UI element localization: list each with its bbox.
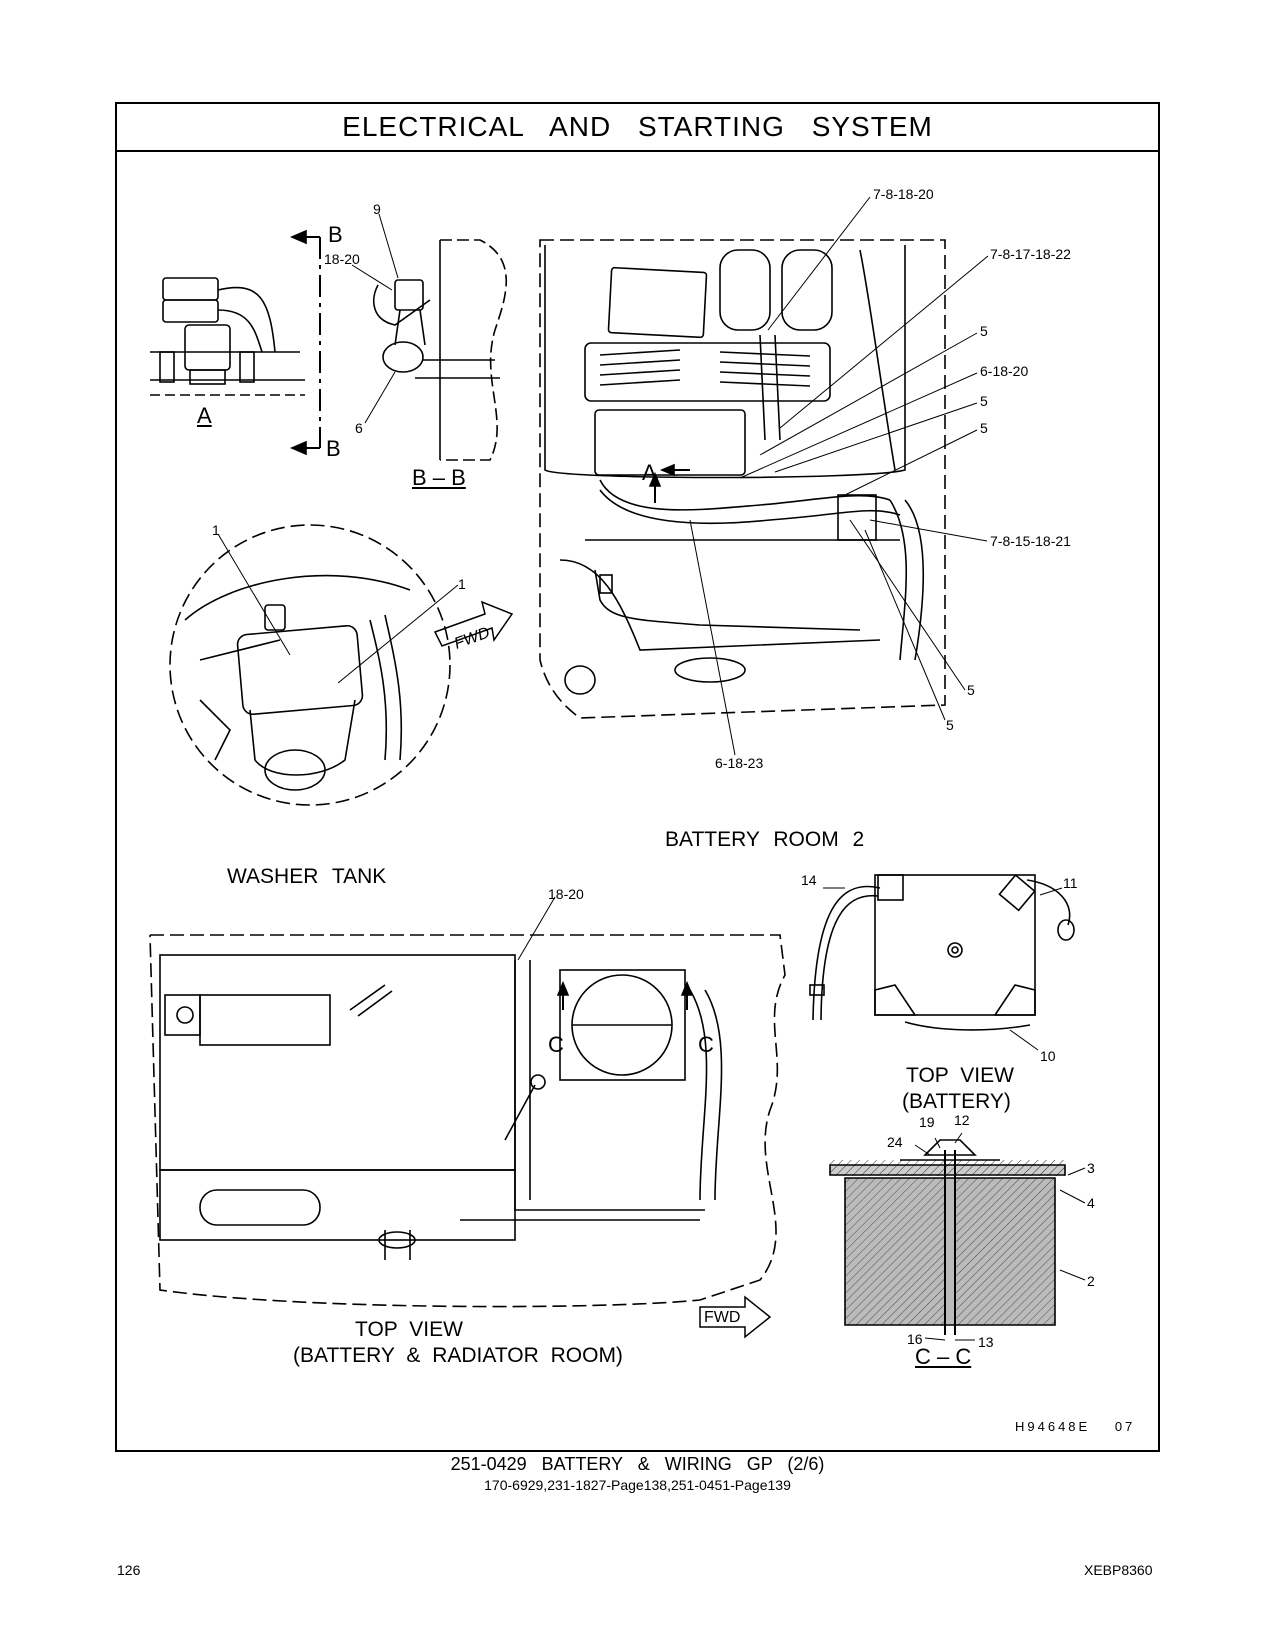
top-view-battery-line2: (BATTERY) (902, 1090, 1011, 1113)
callout-11: 11 (1063, 875, 1078, 891)
section-c-right-label: C (698, 1032, 714, 1057)
section-line-b (289, 229, 321, 456)
callout-10: 10 (1040, 1048, 1056, 1064)
title-bar: ELECTRICAL AND STARTING SYSTEM (117, 104, 1158, 152)
callout-9: 9 (373, 201, 381, 217)
callout-16: 16 (907, 1331, 923, 1347)
page-references: 170-6929,231-1827-Page138,251-0451-Page1… (484, 1477, 791, 1493)
battery-room-2-drawing (539, 239, 946, 719)
view-a-drawing (150, 277, 305, 396)
callout-6-b: 6 (355, 420, 363, 436)
callout-3: 3 (1087, 1160, 1095, 1176)
document-code: XEBP8360 (1084, 1562, 1153, 1578)
callout-5-b: 5 (980, 393, 988, 409)
figure-code: H94648E 07 (1015, 1419, 1136, 1434)
top-view-room-line1: TOP VIEW (355, 1318, 463, 1341)
callout-5-a: 5 (980, 323, 988, 339)
page-title: ELECTRICAL AND STARTING SYSTEM (342, 111, 933, 142)
callout-5-e: 5 (946, 717, 954, 733)
hatch-left (845, 1178, 944, 1325)
callout-4: 4 (1087, 1195, 1095, 1211)
section-b-bottom-label: B (326, 436, 341, 461)
view-cc-label: C – C (915, 1344, 972, 1369)
callout-5-d: 5 (967, 682, 975, 698)
callout-18-20-b: 18-20 (324, 251, 360, 267)
fwd-arrow-2-label: FWD (704, 1309, 741, 1326)
view-a-label: A (197, 403, 212, 428)
callout-7-8-18-20: 7-8-18-20 (873, 186, 934, 202)
group-title: 251-0429 BATTERY & WIRING GP (2/6) (450, 1454, 825, 1474)
top-view-battery-drawing (809, 873, 1075, 1051)
top-view-battery-line1: TOP VIEW (906, 1064, 1014, 1087)
view-bb-drawing (372, 239, 507, 461)
callout-14: 14 (801, 872, 817, 888)
callout-6-18-20: 6-18-20 (980, 363, 1029, 379)
hatch-right (956, 1178, 1055, 1325)
callout-7-8-15-18-21: 7-8-15-18-21 (990, 533, 1071, 549)
battery-room-2-label: BATTERY ROOM 2 (665, 828, 865, 851)
callout-19: 19 (919, 1114, 935, 1130)
hatch-cover (830, 1160, 1065, 1176)
battery-room-leaders (689, 196, 989, 756)
fwd-arrow-1-shape (433, 600, 514, 647)
callout-13: 13 (978, 1334, 994, 1350)
view-bb-label: B – B (412, 465, 466, 490)
diagram-frame: ELECTRICAL AND STARTING SYSTEM (115, 102, 1160, 1452)
section-b-top-label: B (328, 222, 343, 247)
callout-6-18-23: 6-18-23 (715, 755, 764, 771)
callout-7-8-17-18-22: 7-8-17-18-22 (990, 246, 1071, 262)
section-c-left-label: C (548, 1032, 564, 1057)
callout-18-20-room: 18-20 (548, 886, 584, 902)
callout-12: 12 (954, 1112, 970, 1128)
top-view-room-line2: (BATTERY & RADIATOR ROOM) (293, 1344, 623, 1367)
callout-24: 24 (887, 1134, 903, 1150)
fwd-arrow-2-shape (699, 1295, 772, 1339)
washer-tank-drawing (169, 524, 459, 806)
callout-2: 2 (1087, 1273, 1095, 1289)
top-view-room-drawing (149, 896, 786, 1308)
callout-5-c: 5 (980, 420, 988, 436)
arrow-a-label: A (642, 460, 657, 485)
washer-tank-label: WASHER TANK (227, 865, 387, 888)
callout-1-left: 1 (212, 522, 220, 538)
page-number: 126 (117, 1562, 141, 1578)
callout-1-right: 1 (458, 576, 466, 592)
